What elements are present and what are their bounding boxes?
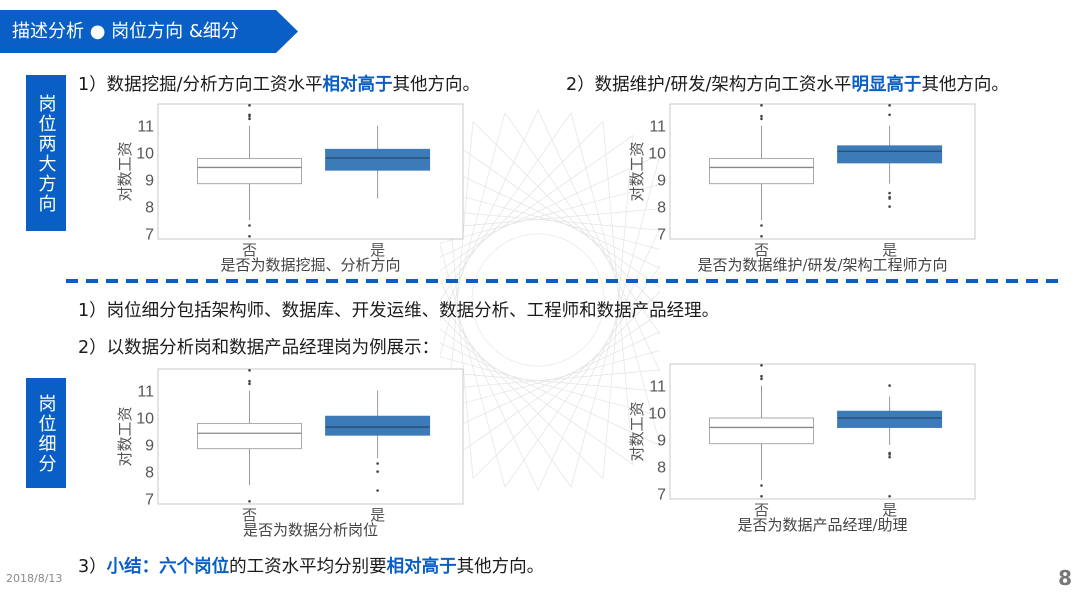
y-tick-label: 9 xyxy=(145,173,154,190)
box xyxy=(837,145,943,164)
point-text: 1）数据挖掘/分析方向工资水平 xyxy=(78,75,323,95)
x-tick-label: 是 xyxy=(370,506,385,524)
box xyxy=(709,158,814,185)
point-text: 2）以数据分析岗和数据产品经理岗为例展示： xyxy=(78,338,440,358)
x-tick-label: 否 xyxy=(242,506,257,524)
slide-date: 2018/8/13 xyxy=(6,572,63,585)
side-label-breakdown: 岗位细分 xyxy=(26,378,66,488)
y-tick-label: 8 xyxy=(145,200,154,217)
point-text: 1）岗位细分包括架构师、数据库、开发运维、数据分析、工程师和数据产品经理。 xyxy=(78,301,720,321)
y-tick-label: 9 xyxy=(657,173,666,190)
y-axis-label: 对数工资 xyxy=(628,401,646,461)
point-data-maintenance: 2）数据维护/研发/架构方向工资水平明显高于其他方向。 xyxy=(566,71,1009,96)
y-tick-label: 11 xyxy=(649,119,666,136)
box xyxy=(325,415,431,436)
point-text: 其他方向。 xyxy=(921,75,1009,95)
x-tick-label: 否 xyxy=(754,501,769,519)
y-tick-label: 10 xyxy=(136,146,154,163)
point-example: 2）以数据分析岗和数据产品经理岗为例展示： xyxy=(78,334,439,359)
box xyxy=(197,423,302,450)
page-number: 8 xyxy=(1058,566,1072,590)
box xyxy=(837,410,943,428)
point-job-breakdown: 1）岗位细分包括架构师、数据库、开发运维、数据分析、工程师和数据产品经理。 xyxy=(78,297,719,322)
x-axis-label: 是否为数据挖掘、分析方向 xyxy=(220,256,400,274)
y-axis-label: 对数工资 xyxy=(628,141,646,201)
y-tick-label: 7 xyxy=(657,487,666,504)
summary-line: 3）小结：六个岗位的工资水平均分别要相对高于其他方向。 xyxy=(78,553,544,578)
x-axis-label: 是否为数据分析岗位 xyxy=(243,521,378,539)
summary-text: 3） xyxy=(78,557,107,577)
point-highlight: 相对高于 xyxy=(322,75,393,95)
point-text: 2）数据维护/研发/架构方向工资水平 xyxy=(566,75,852,95)
y-tick-label: 10 xyxy=(648,406,666,423)
box xyxy=(197,158,302,185)
y-axis-label: 对数工资 xyxy=(116,141,134,201)
x-tick-label: 是 xyxy=(370,241,385,259)
summary-highlight: 小结：六个岗位 xyxy=(106,557,230,577)
y-tick-label: 10 xyxy=(136,411,154,428)
y-tick-label: 8 xyxy=(657,200,666,217)
y-tick-label: 11 xyxy=(137,119,154,136)
section-title-banner: 描述分析 ● 岗位方向 &细分 xyxy=(0,10,298,53)
point-highlight: 明显高于 xyxy=(851,75,922,95)
summary-text: 其他方向。 xyxy=(456,557,545,577)
y-tick-label: 7 xyxy=(145,227,154,244)
x-tick-label: 否 xyxy=(242,241,257,259)
x-tick-label: 是 xyxy=(882,241,897,259)
y-tick-label: 9 xyxy=(145,438,154,455)
side-label-text: 岗位两大方向 xyxy=(35,94,57,214)
x-axis-label: 是否为数据维护/研发/架构工程师方向 xyxy=(697,256,947,274)
y-tick-label: 11 xyxy=(137,384,154,401)
section-title: 描述分析 ● 岗位方向 &细分 xyxy=(12,21,239,42)
y-tick-label: 8 xyxy=(145,465,154,482)
side-label-text: 岗位细分 xyxy=(35,394,57,474)
x-tick-label: 否 xyxy=(754,241,769,259)
box xyxy=(709,417,814,445)
y-tick-label: 9 xyxy=(657,433,666,450)
section-divider xyxy=(66,279,1060,283)
x-tick-label: 是 xyxy=(882,501,897,519)
box xyxy=(325,148,431,171)
summary-text: 的工资水平均分别要 xyxy=(229,557,387,577)
summary-highlight: 相对高于 xyxy=(386,557,457,577)
point-data-mining: 1）数据挖掘/分析方向工资水平相对高于其他方向。 xyxy=(78,71,480,96)
y-tick-label: 7 xyxy=(657,227,666,244)
x-axis-label: 是否为数据产品经理/助理 xyxy=(737,516,907,534)
point-text: 其他方向。 xyxy=(392,75,481,95)
y-tick-label: 8 xyxy=(657,460,666,477)
y-tick-label: 10 xyxy=(648,146,666,163)
side-label-two-directions: 岗位两大方向 xyxy=(26,75,66,231)
y-axis-label: 对数工资 xyxy=(116,406,134,466)
decorative-circle-graphic xyxy=(440,109,660,491)
y-tick-label: 11 xyxy=(649,379,666,396)
y-tick-label: 7 xyxy=(145,492,154,509)
